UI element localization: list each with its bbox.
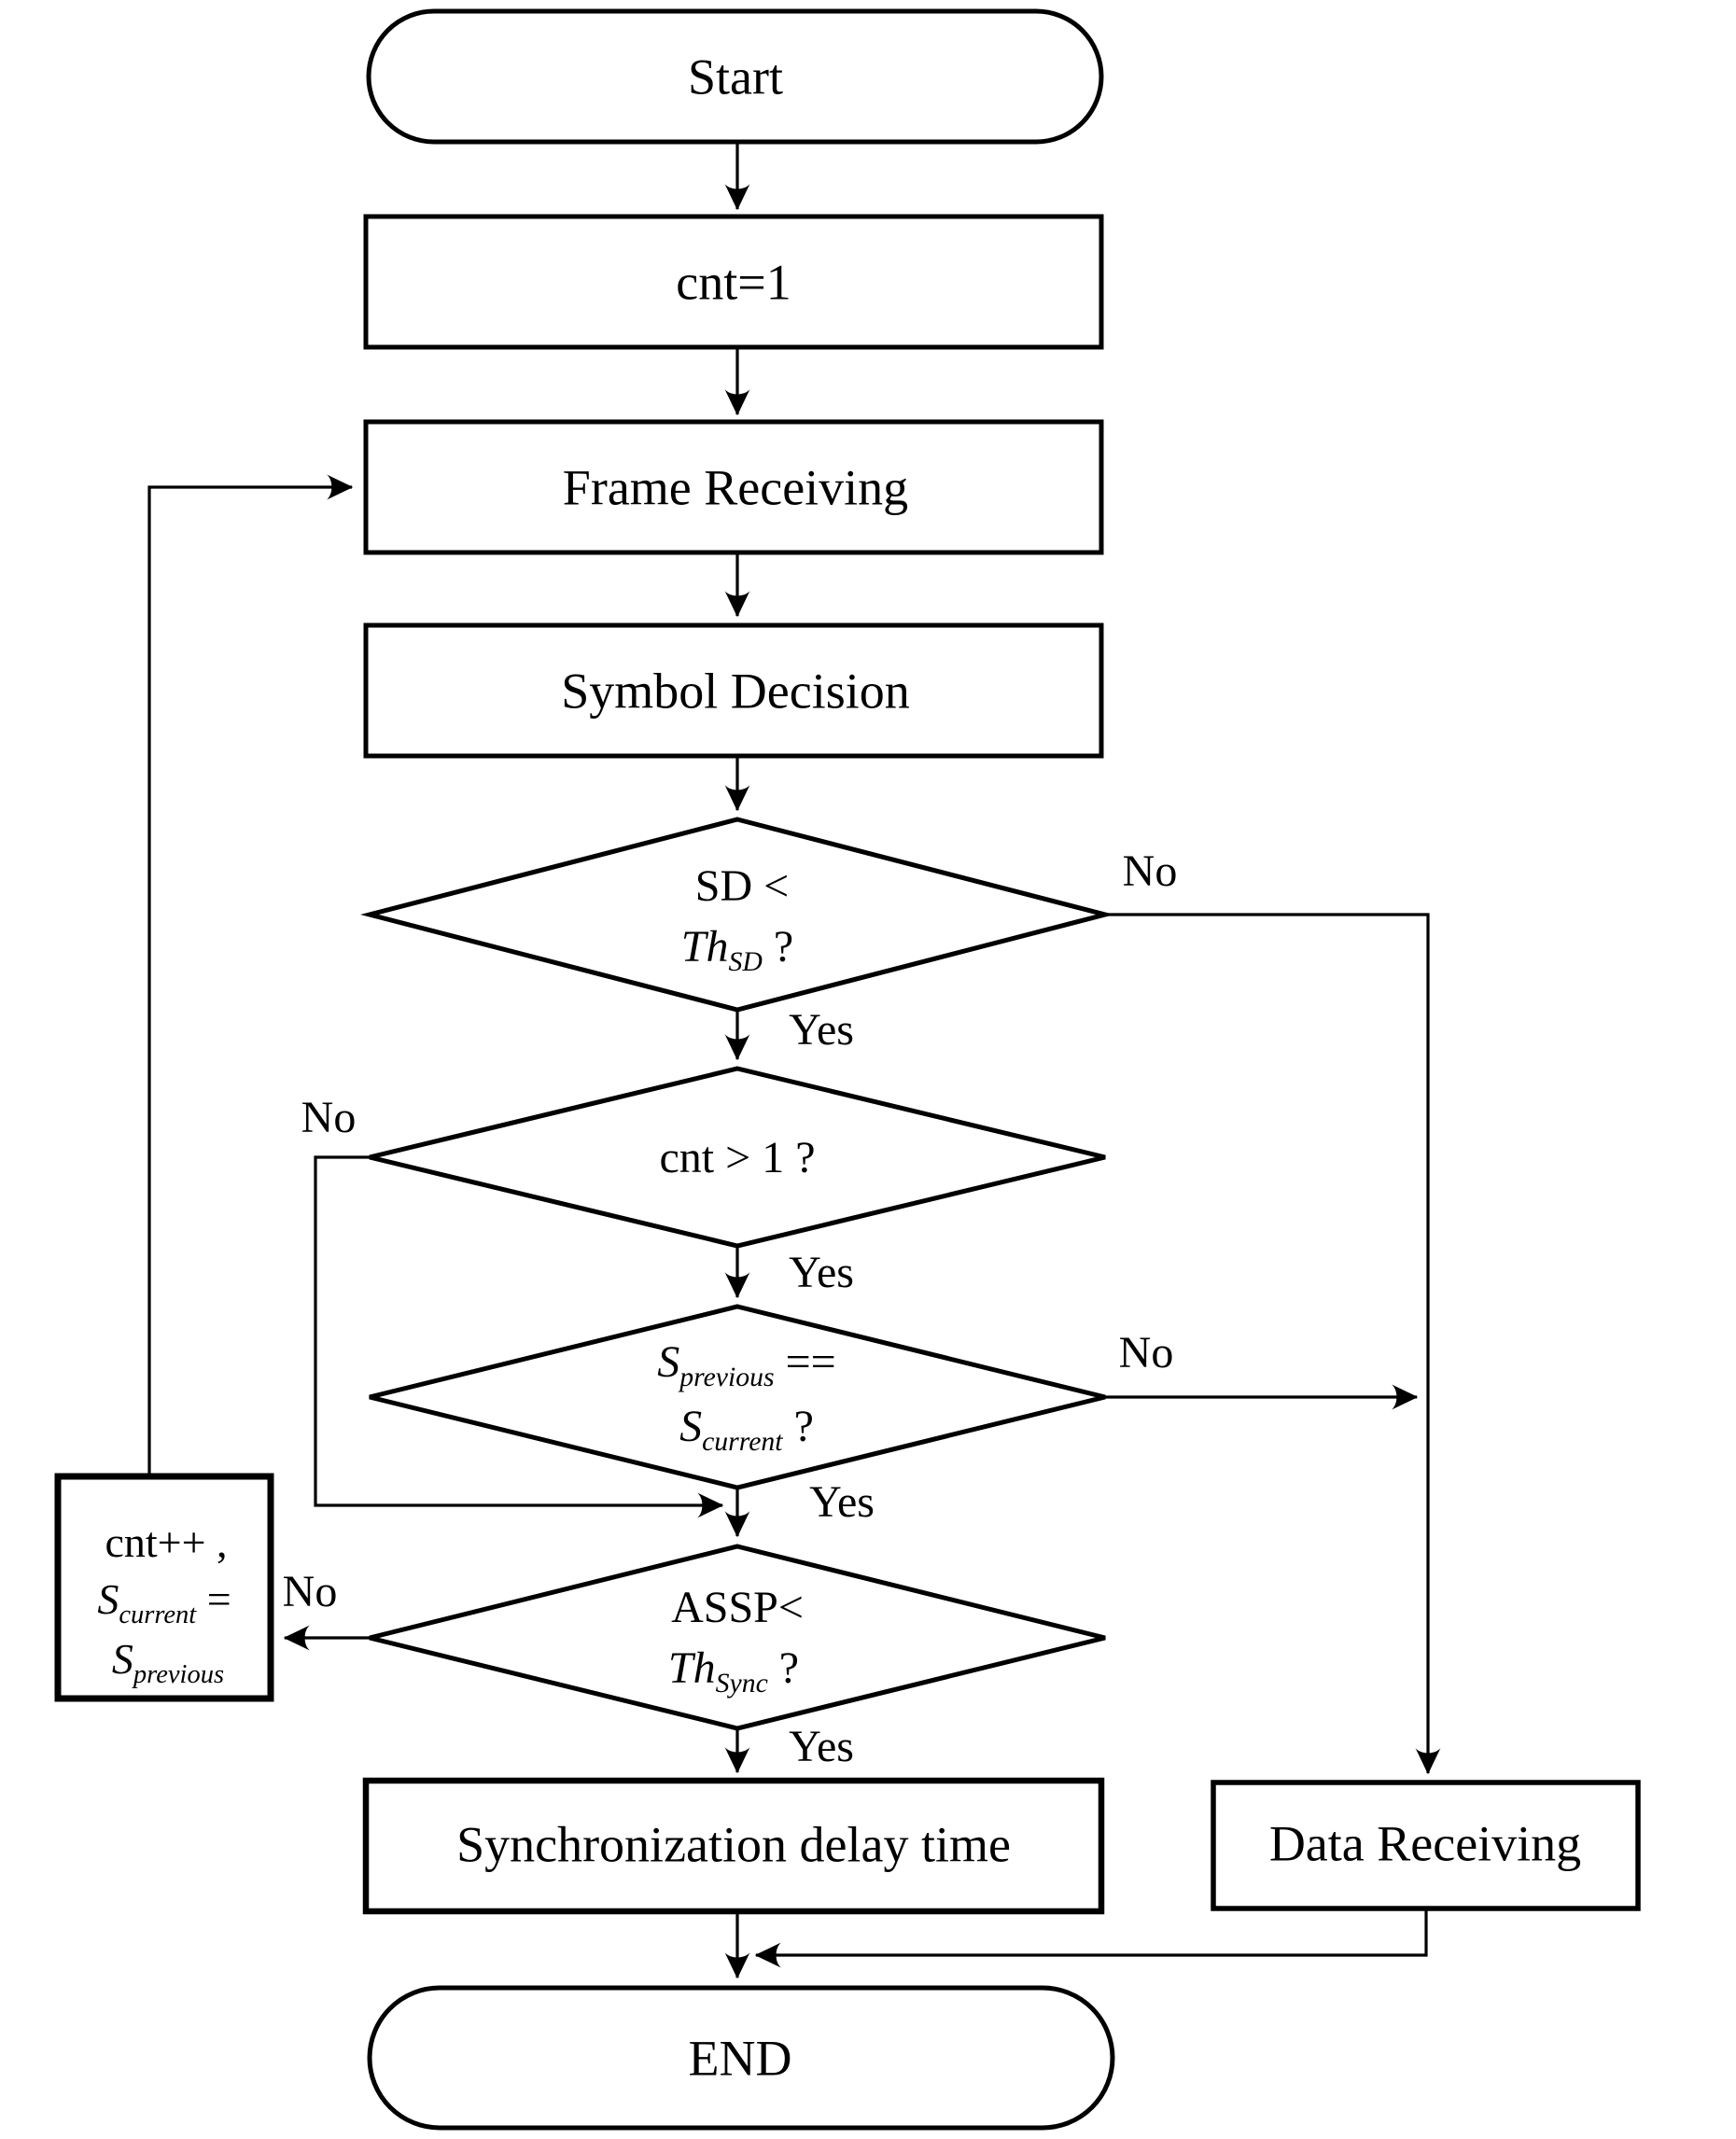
init-process-shape <box>363 214 1104 350</box>
frame-receiving-label: Frame Receiving <box>562 459 909 516</box>
update-label-line3: Sprevious <box>111 1635 225 1689</box>
d4-diamond-shape <box>369 1544 1106 1731</box>
end-label: END <box>688 2030 792 2087</box>
d2-diamond-shape <box>369 1066 1106 1249</box>
symbol-decision-shape <box>363 622 1104 759</box>
data-receiving-shape <box>1211 1780 1641 1911</box>
d3-yes-label: Yes <box>809 1476 875 1527</box>
d4-label-line2: ThSync ? <box>667 1643 800 1699</box>
symbol-decision-label: Symbol Decision <box>561 663 910 720</box>
d2-label: cnt > 1 ? <box>659 1132 816 1182</box>
edge-d1-no-to-data <box>1105 913 1441 1775</box>
frame-receiving-shape <box>363 419 1104 555</box>
d2-no-label: No <box>301 1092 357 1142</box>
sync-delay-shape <box>362 1777 1105 1915</box>
d4-yes-label: Yes <box>789 1721 854 1771</box>
d3-diamond-shape <box>369 1304 1106 1490</box>
d1-label-line1: SD < <box>694 860 790 911</box>
d1-yes-label: Yes <box>789 1004 854 1055</box>
d4-label-line1: ASSP< <box>671 1582 804 1632</box>
d3-label-line2: Scurrent ? <box>679 1401 814 1457</box>
d3-label-line1: Sprevious == <box>657 1336 836 1392</box>
d2-yes-label: Yes <box>789 1247 854 1297</box>
end-terminal-shape <box>367 1985 1115 2131</box>
edge-update-to-frame-loop <box>147 474 354 1475</box>
d1-diamond-shape <box>360 817 1114 1013</box>
d1-no-label: No <box>1122 846 1178 896</box>
d1-label-line2: ThSD ? <box>680 921 794 977</box>
d3-no-label: No <box>1118 1327 1174 1377</box>
edge-data-to-end-junction <box>754 1908 1428 1968</box>
update-label-line1: cnt++ , <box>105 1517 228 1566</box>
start-label: Start <box>688 49 783 105</box>
start-terminal-shape <box>366 8 1104 145</box>
update-process-shape <box>54 1473 274 1702</box>
update-label-line2: Scurrent = <box>97 1575 231 1629</box>
data-receiving-label: Data Receiving <box>1268 1815 1582 1872</box>
init-label: cnt=1 <box>676 254 791 311</box>
d4-no-label: No <box>282 1566 338 1616</box>
edge-d2-no-loop <box>314 1155 724 1518</box>
sync-delay-label: Synchronization delay time <box>456 1816 1011 1873</box>
